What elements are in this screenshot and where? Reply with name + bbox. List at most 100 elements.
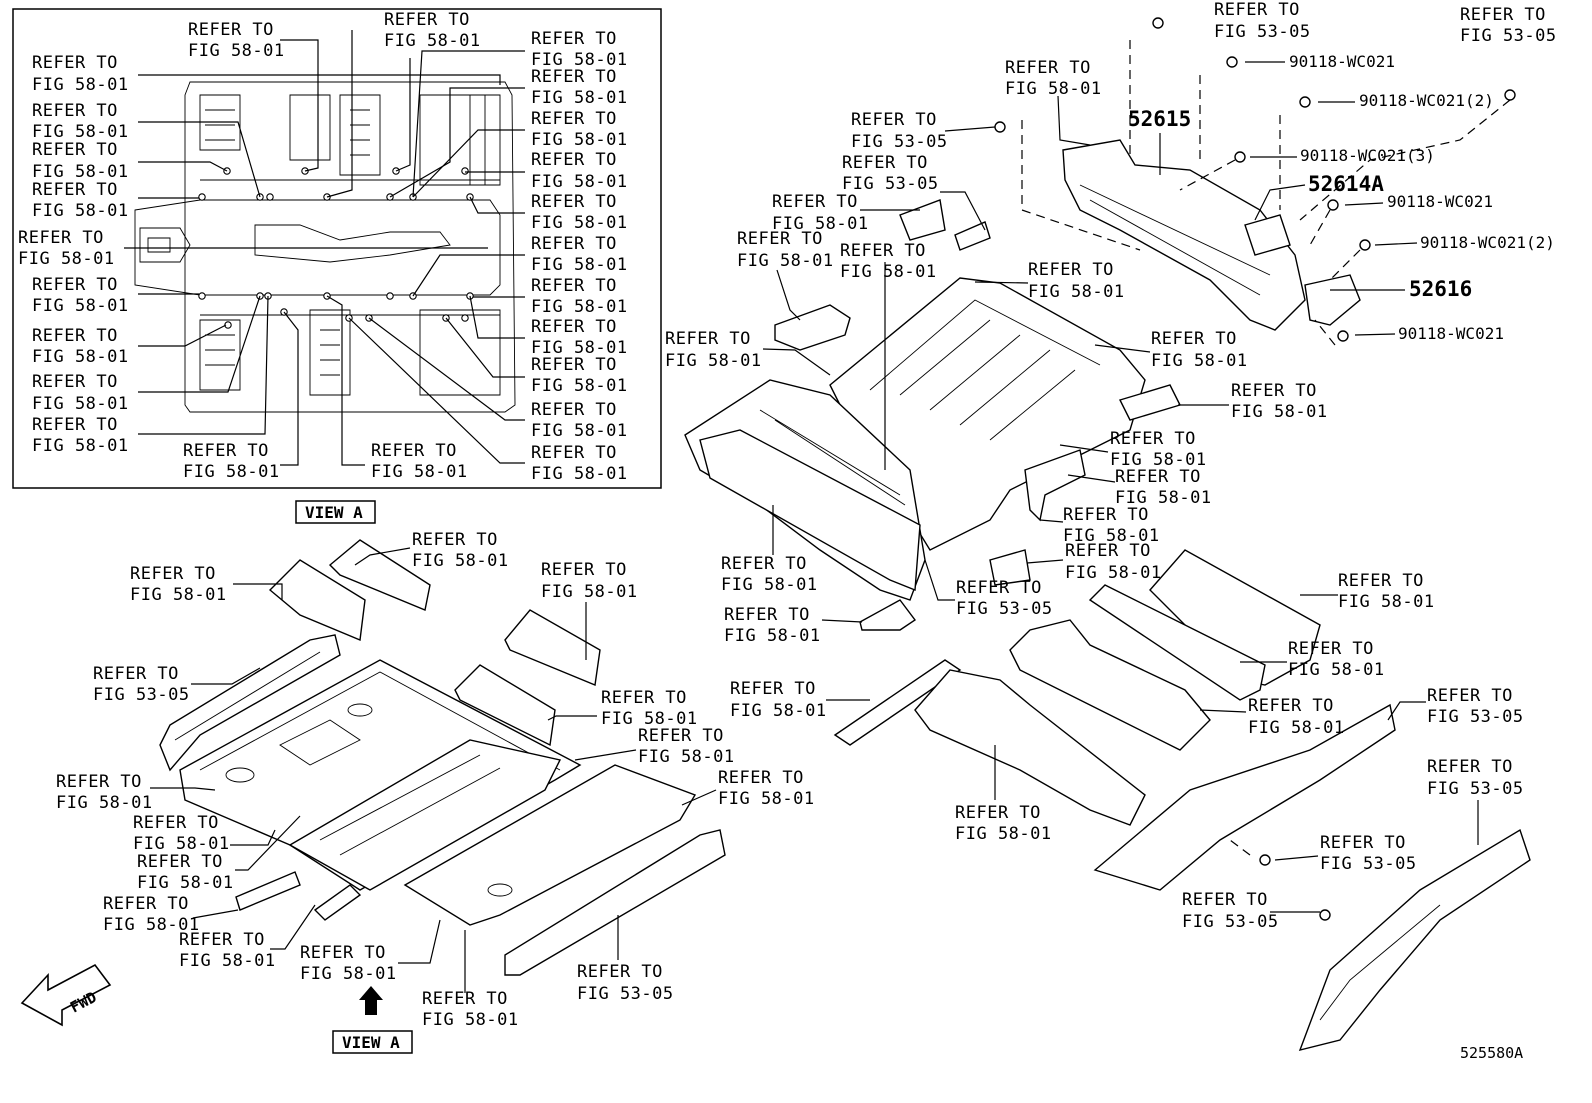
callout-r-1-fig: FIG 53-05 — [1214, 22, 1311, 42]
callout-r-27-fig: FIG 53-05 — [1320, 854, 1417, 874]
right-labels: REFER TO FIG 53-05 REFER TO FIG 53-05 90… — [665, 0, 1556, 932]
fwd-indicator: FWD — [20, 963, 112, 1027]
inset-frame — [12, 8, 662, 489]
callout-inset-l7-fig: FIG 58-01 — [32, 347, 129, 367]
callout-inset-b1-fig: FIG 58-01 — [183, 462, 280, 482]
floor-bracket-f — [989, 549, 1031, 586]
callout-r-6-fig: FIG 58-01 — [772, 214, 869, 234]
callout-inset-b2-refer: REFER TO — [371, 441, 457, 461]
callout-r-8-fig: FIG 58-01 — [840, 262, 937, 282]
callout-ll-5-refer: REFER TO — [601, 688, 687, 708]
bolt-icon — [1327, 199, 1339, 211]
callout-r-4-refer: REFER TO — [851, 110, 937, 130]
callout-r-3-fig: FIG 58-01 — [1005, 79, 1102, 99]
floor-bracket-d — [1024, 449, 1086, 522]
callout-r-10-refer: REFER TO — [665, 329, 751, 349]
inset-labels-left: REFER TO FIG 58-01 REFER TO FIG 58-01 RE… — [18, 53, 129, 456]
callout-inset-r6-fig: FIG 58-01 — [531, 255, 628, 275]
callout-r-19-fig: FIG 58-01 — [1338, 592, 1435, 612]
callout-ll-15-refer: REFER TO — [422, 989, 508, 1009]
callout-ll-15-fig: FIG 58-01 — [422, 1010, 519, 1030]
callout-r-27-refer: REFER TO — [1320, 833, 1406, 853]
part-bolt-2: 90118-WC021(2) — [1359, 91, 1494, 110]
callout-inset-l3-fig: FIG 58-01 — [32, 162, 129, 182]
callout-ll-10-refer: REFER TO — [137, 852, 223, 872]
rear-member-2 — [1088, 584, 1266, 701]
callout-r-11-fig: FIG 58-01 — [1151, 351, 1248, 371]
callout-r-16-fig: FIG 58-01 — [1065, 563, 1162, 583]
rear-floor-assembly — [684, 139, 1531, 1052]
callout-ll-12-refer: REFER TO — [179, 930, 265, 950]
callout-r-28-refer: REFER TO — [1182, 890, 1268, 910]
side-member-lower — [914, 669, 1146, 826]
inset-labels-right: REFER TO FIG 58-01 REFER TO FIG 58-01 RE… — [531, 29, 628, 484]
floor-bracket-a — [774, 304, 851, 351]
callout-ll-4-refer: REFER TO — [93, 664, 179, 684]
callout-ll-7-fig: FIG 58-01 — [718, 789, 815, 809]
seat-bracket-1 — [268, 559, 366, 642]
callout-r-20-refer: REFER TO — [724, 605, 810, 625]
inset-labels-top: REFER TO FIG 58-01 REFER TO FIG 58-01 — [188, 10, 480, 61]
callout-inset-l8-refer: REFER TO — [32, 372, 118, 392]
callout-ll-14-refer: REFER TO — [577, 962, 663, 982]
callout-ll-3-fig: FIG 58-01 — [541, 582, 638, 602]
part-bolt-3: 90118-WC021(3) — [1300, 146, 1435, 165]
callout-inset-r8-refer: REFER TO — [531, 317, 617, 337]
callout-inset-l8-fig: FIG 58-01 — [32, 394, 129, 414]
callout-inset-r10-fig: FIG 58-01 — [531, 421, 628, 441]
part-bolt-5: 90118-WC021(2) — [1420, 233, 1555, 252]
part-52616: 52616 — [1409, 277, 1472, 301]
callout-r-18-refer: REFER TO — [956, 578, 1042, 598]
callout-ll-13-refer: REFER TO — [300, 943, 386, 963]
callout-r-6-refer: REFER TO — [772, 192, 858, 212]
small-bracket-2 — [313, 884, 362, 921]
callout-ll-8-refer: REFER TO — [56, 772, 142, 792]
callout-ll-6-fig: FIG 58-01 — [638, 747, 735, 767]
callout-inset-l9-fig: FIG 58-01 — [32, 436, 129, 456]
bolt-icon — [1337, 330, 1349, 342]
callout-inset-l4-fig: FIG 58-01 — [32, 201, 129, 221]
callout-inset-l3-refer: REFER TO — [32, 140, 118, 160]
callout-inset-r6-refer: REFER TO — [531, 234, 617, 254]
callout-inset-b1-refer: REFER TO — [183, 441, 269, 461]
callout-r-9-fig: FIG 58-01 — [1028, 282, 1125, 302]
callout-inset-r5-refer: REFER TO — [531, 192, 617, 212]
bolt-icon — [1259, 854, 1271, 866]
callout-r-15-refer: REFER TO — [1063, 505, 1149, 525]
inset-labels-bottom: REFER TO FIG 58-01 REFER TO FIG 58-01 — [183, 441, 467, 482]
view-a-arrow-icon — [359, 986, 383, 1015]
bolt-leaders — [1021, 40, 1511, 856]
right-leaders — [762, 61, 1479, 913]
callout-inset-r8-fig: FIG 58-01 — [531, 338, 628, 358]
callout-r-2-refer: REFER TO — [1460, 5, 1546, 25]
bolt-icon — [1152, 17, 1164, 29]
callout-inset-r2-fig: FIG 58-01 — [531, 88, 628, 108]
lower-left-leaders — [150, 547, 717, 993]
callout-inset-l2-refer: REFER TO — [32, 101, 118, 121]
callout-r-25-refer: REFER TO — [1427, 757, 1513, 777]
callout-r-28-fig: FIG 53-05 — [1182, 912, 1279, 932]
lower-left-labels: REFER TO FIG 58-01 REFER TO FIG 58-01 RE… — [56, 530, 815, 1030]
callout-ll-10-fig: FIG 58-01 — [137, 873, 234, 893]
seat-bracket-2 — [328, 539, 431, 611]
callout-r-15-fig: FIG 58-01 — [1063, 526, 1160, 546]
callout-inset-r9-refer: REFER TO — [531, 355, 617, 375]
callout-ll-2-fig: FIG 58-01 — [130, 585, 227, 605]
callout-inset-l7-refer: REFER TO — [32, 326, 118, 346]
callout-r-18-fig: FIG 53-05 — [956, 599, 1053, 619]
callout-r-25-fig: FIG 53-05 — [1427, 779, 1524, 799]
callout-r-14-refer: REFER TO — [1115, 467, 1201, 487]
callout-inset-r11-refer: REFER TO — [531, 443, 617, 463]
floor-plan-view — [134, 81, 516, 413]
callout-ll-5-fig: FIG 58-01 — [601, 709, 698, 729]
callout-r-4-fig: FIG 53-05 — [851, 132, 948, 152]
view-a-title-top: VIEW A — [305, 503, 363, 522]
callout-inset-r3-refer: REFER TO — [531, 109, 617, 129]
bolt-icon — [1359, 239, 1371, 251]
callout-r-3-refer: REFER TO — [1005, 58, 1091, 78]
callout-r-24-refer: REFER TO — [1427, 686, 1513, 706]
callout-r-13-fig: FIG 58-01 — [1110, 450, 1207, 470]
rear-crossmember-52615 — [1062, 139, 1306, 331]
callout-inset-r7-refer: REFER TO — [531, 276, 617, 296]
